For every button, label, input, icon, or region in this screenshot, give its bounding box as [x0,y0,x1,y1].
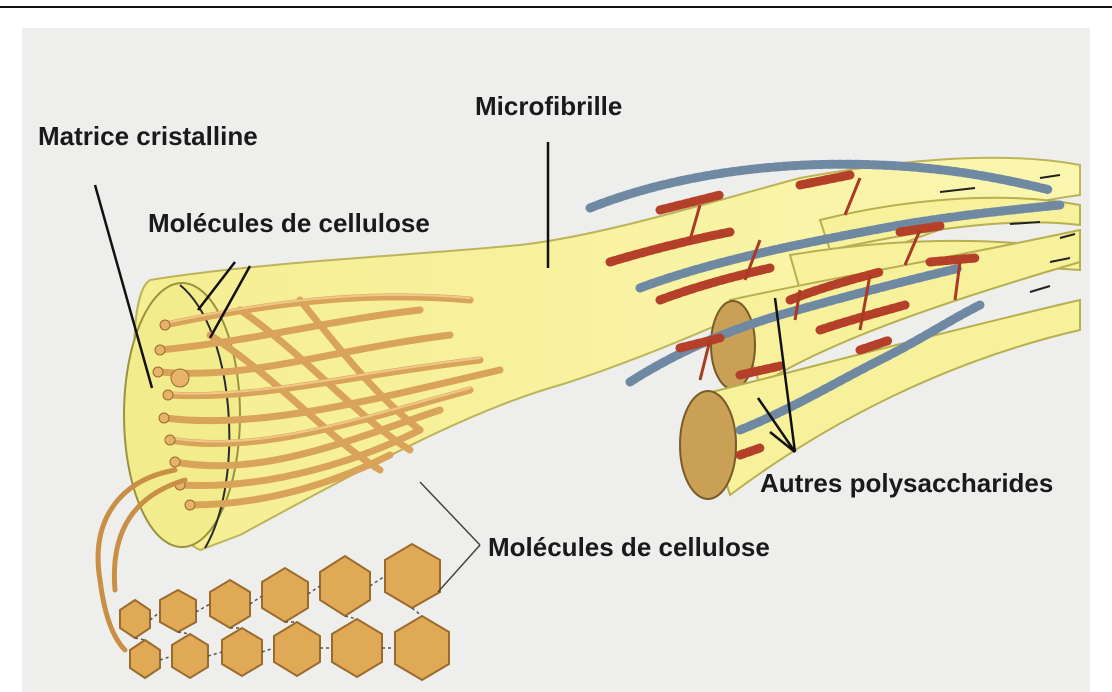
branch-fibril-lower-cut [680,391,736,499]
label-microfibrille: Microfibrille [475,91,622,121]
label-molecules-cellulose-bottom: Molécules de cellulose [488,532,770,562]
glucose-chain [120,544,449,680]
label-matrice-cristalline: Matrice cristalline [38,121,258,151]
label-autres-polysaccharides: Autres polysaccharides [760,468,1053,498]
label-molecules-cellulose-top: Molécules de cellulose [148,208,430,238]
